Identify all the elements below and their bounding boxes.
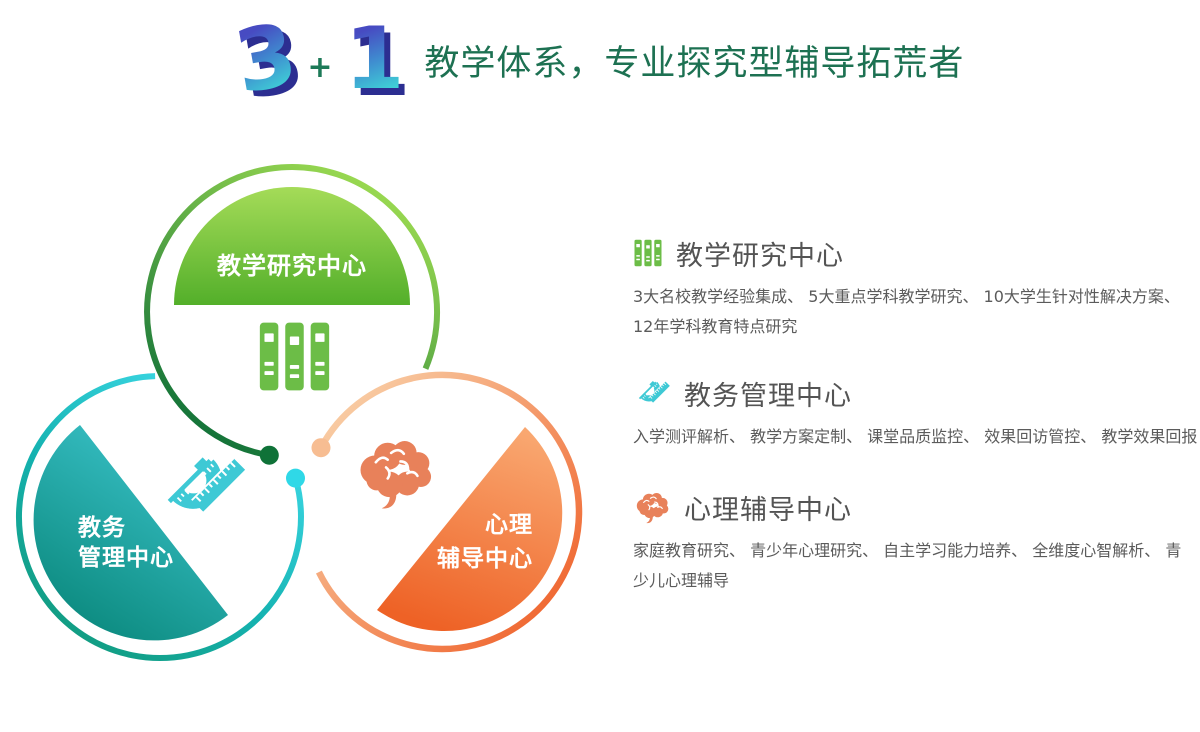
header: 3 3 + 1 1 教学体系，专业探究型辅导拓荒者 [0,5,1200,120]
description-line: 3大名校教学经验集成、 5大重点学科教学研究、 10大学生针对性解决方案、 [633,287,1180,306]
logo-plus-sign: + [307,49,333,85]
logo-digit-1-shadow: 1 [351,23,411,109]
circle-label-line: 教务 [78,515,126,541]
orange-half-disc-fill [377,427,563,632]
circle-label-line: 辅导中心 [437,546,533,572]
ring-psych-counseling [315,371,583,653]
circle-label-psych-counseling: 心理 辅导中心 [373,508,533,576]
brain-icon [636,492,669,524]
books-icon [259,322,330,391]
protractor-icon [163,442,246,524]
peach-ring-end-dot [311,438,331,458]
section-header: 心理辅导中心 [633,488,1198,526]
section-psych-counseling: 心理辅导中心 家庭教育研究、 青少年心理研究、 自主学习能力培养、 全维度心智解… [633,488,1198,596]
green-ring-end-dot [259,445,279,465]
circle-label-teaching-research: 教学研究中心 [217,252,367,280]
green-dome-fill [174,187,410,305]
circle-label-line: 心理 [485,512,533,538]
section-title: 教学研究中心 [676,240,844,272]
cyan-ring-end-dot [286,468,305,488]
brain-icon [359,439,433,510]
section-description: 家庭教育研究、 青少年心理研究、 自主学习能力培养、 全维度心智解析、 青 少儿… [633,536,1198,596]
section-teaching-research: 教学研究中心 3大名校教学经验集成、 5大重点学科教学研究、 10大学生针对性解… [633,234,1198,342]
teal-half-disc-fill [33,425,228,641]
section-header: 教学研究中心 [633,234,1198,272]
protractor-icon [637,374,670,408]
logo-digit-1-face: 1 [344,9,405,110]
description-line: 入学测评解析、 教学方案定制、 课堂品质监控、 效果回访管控、 教学效果回报 [633,427,1198,446]
circle-label-academic-admin: 教务 管理中心 [78,513,174,573]
section-header: 教务管理中心 [633,374,1198,412]
logo-digit-1: 1 1 [344,9,411,110]
description-line: 家庭教育研究、 青少年心理研究、 自主学习能力培养、 全维度心智解析、 青 [633,541,1182,560]
section-academic-admin: 教务管理中心 入学测评解析、 教学方案定制、 课堂品质监控、 效果回访管控、 教… [633,374,1198,452]
logo-3plus1: 3 3 + 1 1 [227,5,411,120]
description-line: 少儿心理辅导 [633,571,730,590]
section-title: 心理辅导中心 [684,494,852,526]
ring-teaching-research [144,164,441,459]
section-description: 3大名校教学经验集成、 5大重点学科教学研究、 10大学生针对性解决方案、 12… [633,282,1198,342]
ring-academic-admin [15,373,304,661]
books-icon [634,239,662,267]
page-title: 教学体系，专业探究型辅导拓荒者 [424,43,965,84]
circle-label-line: 管理中心 [78,545,174,571]
section-description: 入学测评解析、 教学方案定制、 课堂品质监控、 效果回访管控、 教学效果回报 [633,422,1198,452]
section-title: 教务管理中心 [684,380,852,412]
description-line: 12年学科教育特点研究 [633,317,798,336]
